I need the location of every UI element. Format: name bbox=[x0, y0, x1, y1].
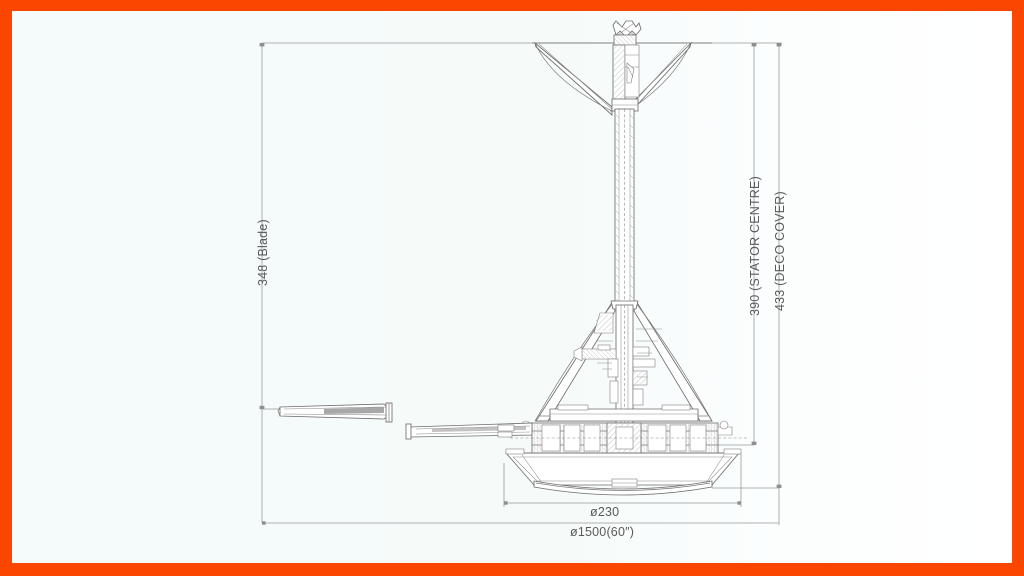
dimension-deco-cover: 433 (DECO COVER) bbox=[773, 191, 787, 311]
hanger-ball-assembly bbox=[611, 20, 642, 112]
dimension-blade-height: 348 (Blade) bbox=[256, 219, 270, 286]
deco-cover bbox=[505, 448, 742, 496]
dimension-sweep-diameter: ø1500(60″) bbox=[570, 525, 635, 539]
fan-blade-left bbox=[277, 402, 393, 423]
blade-arm bbox=[405, 422, 533, 440]
ceiling-canopy bbox=[532, 41, 712, 117]
ceiling-fan-drawing: .ln { fill:none; stroke:#6e6e6e; stroke-… bbox=[259, 20, 782, 525]
internal-mechanism bbox=[510, 304, 748, 481]
drawing-canvas: .ln { fill:none; stroke:#6e6e6e; stroke-… bbox=[12, 11, 1012, 563]
dimension-stator-centre: 390 (STATOR CENTRE) bbox=[748, 176, 762, 316]
dimension-motor-diameter: ø230 bbox=[590, 505, 620, 519]
downrod bbox=[614, 108, 635, 306]
drawing-sheet bbox=[12, 11, 1012, 563]
motor-shroud bbox=[534, 299, 713, 422]
